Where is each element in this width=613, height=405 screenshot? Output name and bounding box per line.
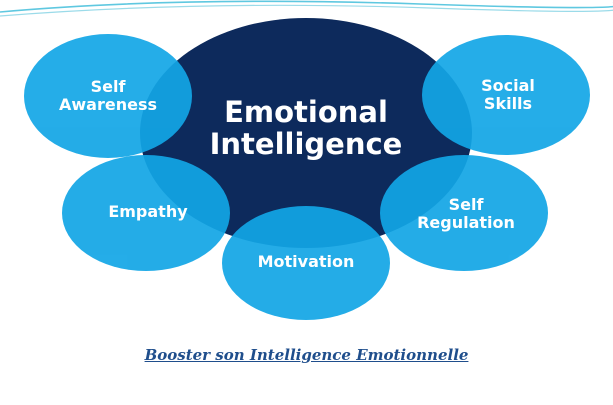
center-label-line1: Emotional xyxy=(224,95,388,129)
node-empathy-label: Empathy xyxy=(108,202,188,221)
node-self-awareness-line2: Awareness xyxy=(59,95,157,114)
node-social-skills-circle xyxy=(422,35,590,155)
node-self-awareness-circle xyxy=(24,34,192,158)
swoosh-line-2 xyxy=(0,4,613,17)
swoosh-line-1 xyxy=(0,0,613,13)
node-self-regulation-line2: Regulation xyxy=(417,213,515,232)
caption-link[interactable]: Booster son Intelligence Emotionnelle xyxy=(144,346,469,364)
emotional-intelligence-diagram: Emotional Intelligence Self Awareness So… xyxy=(24,16,592,322)
node-self-regulation-line1: Self xyxy=(449,195,485,214)
diagram-svg: Emotional Intelligence Self Awareness So… xyxy=(24,18,590,320)
node-social-skills-line2: Skills xyxy=(484,94,532,113)
node-self-awareness-line1: Self xyxy=(91,77,127,96)
node-social-skills-line1: Social xyxy=(481,76,535,95)
top-swoosh-decoration xyxy=(0,0,613,17)
node-motivation-label: Motivation xyxy=(258,252,355,271)
node-self-regulation-circle xyxy=(380,155,548,271)
node-empathy-circle xyxy=(62,155,230,271)
node-motivation-circle xyxy=(222,206,390,320)
center-label-line2: Intelligence xyxy=(210,127,403,161)
